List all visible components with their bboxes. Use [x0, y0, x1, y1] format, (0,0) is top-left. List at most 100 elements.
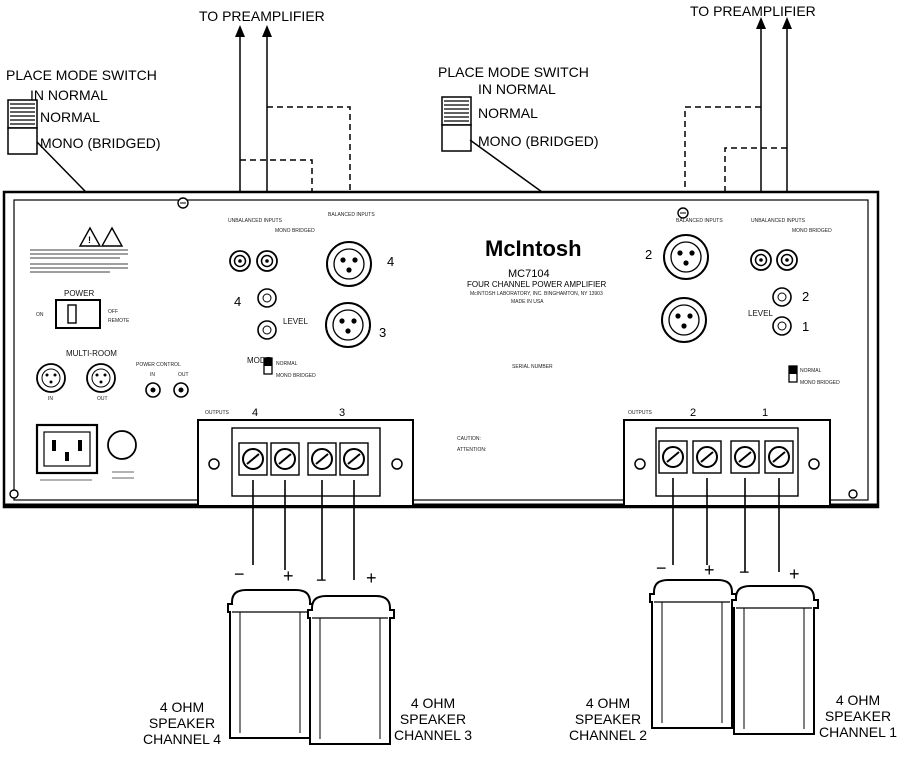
unbalanced-inputs-label-right: UNBALANCED INPUTS — [751, 218, 806, 224]
speaker-3-plus: + — [366, 568, 377, 588]
multi-room-out-jack[interactable] — [86, 363, 116, 393]
speaker-2-plus: + — [704, 560, 715, 580]
speaker-channel-3: − + 4 OHM SPEAKER CHANNEL 3 — [307, 568, 472, 745]
maker-label: McINTOSH LABORATORY, INC. BINGHAMTON, NY… — [470, 291, 603, 297]
speaker-channel-1: − + 4 OHM SPEAKER CHANNEL 1 — [731, 562, 897, 740]
output-terminal-3-pos[interactable] — [339, 442, 369, 476]
outputs-label-left: OUTPUTS — [205, 410, 230, 416]
mode-switch-callout-left: PLACE MODE SWITCH IN NORMAL NORMAL MONO … — [6, 67, 267, 373]
unbalanced-input-2-jack[interactable] — [750, 249, 772, 271]
multi-room-in-label: IN — [48, 396, 53, 402]
level-label-left: LEVEL — [283, 317, 308, 326]
panel-subtitle: FOUR CHANNEL POWER AMPLIFIER — [467, 280, 607, 289]
balanced-input-1-xlr[interactable] — [661, 297, 707, 343]
callout-right-mono: MONO (BRIDGED) — [478, 133, 599, 149]
output-terminal-4-pos[interactable] — [270, 442, 300, 476]
inlet-fine-print — [40, 471, 134, 481]
callout-left-normal: NORMAL — [40, 109, 100, 125]
output-channel-2-label: 2 — [690, 407, 696, 419]
balanced-input-4-xlr[interactable] — [326, 241, 372, 287]
output-terminal-1-pos[interactable] — [764, 440, 794, 474]
callout-left-mono: MONO (BRIDGED) — [40, 135, 161, 151]
ac-power-inlet[interactable] — [35, 423, 99, 475]
svg-text:!: ! — [88, 235, 91, 245]
output-terminal-3-neg[interactable] — [307, 442, 337, 476]
multi-room-out-label: OUT — [97, 396, 108, 402]
power-control-out-jack[interactable] — [173, 382, 189, 398]
balanced-inputs-label-left: BALANCED INPUTS — [328, 212, 375, 218]
ground-screw-icon — [677, 207, 689, 219]
brand-logo: McIntosh — [485, 236, 582, 261]
level-label-right: LEVEL — [748, 309, 773, 318]
power-control-out-label: OUT — [178, 372, 189, 378]
outputs-label-right: OUTPUTS — [628, 410, 653, 416]
unbalanced-inputs-label-left: UNBALANCED INPUTS — [228, 218, 283, 224]
power-control-in-label: IN — [150, 372, 155, 378]
power-off-label: OFF — [108, 309, 118, 315]
level-knob-channel-4[interactable] — [257, 288, 277, 308]
speaker-1-minus: − — [739, 562, 750, 582]
speaker-3-label: SPEAKER — [400, 711, 466, 727]
level-knob-channel-2[interactable] — [772, 287, 792, 307]
speaker-wires — [252, 478, 780, 580]
speaker-3-minus: − — [316, 570, 327, 590]
mode-mono-label-left: MONO BRIDGED — [276, 373, 316, 379]
mode-switch-left[interactable] — [263, 357, 273, 375]
power-remote-label: REMOTE — [108, 318, 130, 324]
model-number: MC7104 — [508, 268, 550, 280]
mode-normal-label-right: NORMAL — [800, 368, 822, 374]
power-label: POWER — [64, 289, 94, 298]
balanced-channel-4-label: 4 — [387, 254, 394, 269]
callout-left-line1: PLACE MODE SWITCH — [6, 67, 157, 83]
mono-bridged-label-right: MONO BRIDGED — [792, 228, 832, 234]
to-preamplifier-label-right: TO PREAMPLIFIER — [690, 3, 816, 19]
balanced-inputs-label-right: BALANCED INPUTS — [676, 218, 723, 224]
multi-room-in-jack[interactable] — [36, 363, 66, 393]
output-block-left — [197, 419, 414, 507]
callout-right-line2: IN NORMAL — [478, 81, 556, 97]
unbalanced-input-1-jack[interactable] — [776, 249, 798, 271]
output-terminal-4-neg[interactable] — [238, 442, 268, 476]
speaker-2-impedance: 4 OHM — [586, 695, 630, 711]
level-channel-2-label: 2 — [802, 289, 809, 304]
output-channel-3-label: 3 — [339, 407, 345, 419]
callout-right-line1: PLACE MODE SWITCH — [438, 64, 589, 80]
level-channel-1-label: 1 — [802, 319, 809, 334]
speaker-4-impedance: 4 OHM — [160, 699, 204, 715]
output-channel-1-label: 1 — [762, 407, 768, 419]
rear-panel: ! POWER ON OFF REMOTE MULTI-ROOM IN OU — [2, 190, 880, 509]
mode-switch-right[interactable] — [788, 365, 798, 383]
power-on-label: ON — [36, 312, 44, 318]
warning-fine-print — [30, 249, 128, 273]
speaker-2-minus: − — [656, 558, 667, 578]
unbalanced-input-4-jack[interactable] — [229, 250, 251, 272]
level-knob-channel-3[interactable] — [257, 320, 277, 340]
speaker-1-label: SPEAKER — [825, 708, 891, 724]
speaker-1-impedance: 4 OHM — [836, 692, 880, 708]
level-knob-channel-1[interactable] — [772, 316, 792, 336]
callout-left-line2: IN NORMAL — [30, 87, 108, 103]
ground-screw-icon — [177, 197, 189, 209]
balanced-input-3-xlr[interactable] — [325, 302, 371, 348]
unbalanced-input-3-jack[interactable] — [256, 250, 278, 272]
output-terminal-1-neg[interactable] — [730, 440, 760, 474]
speaker-channel-4: − + 4 OHM SPEAKER CHANNEL 4 — [143, 564, 315, 747]
mode-normal-label-left: NORMAL — [276, 361, 298, 367]
power-switch[interactable] — [55, 299, 101, 329]
output-terminal-2-neg[interactable] — [658, 440, 688, 474]
speaker-4-channel: CHANNEL 4 — [143, 731, 221, 747]
balanced-input-2-xlr[interactable] — [663, 234, 709, 280]
fuse-holder[interactable] — [107, 430, 137, 460]
balanced-channel-3-label: 3 — [379, 325, 386, 340]
speaker-channel-2: − + 4 OHM SPEAKER CHANNEL 2 — [569, 558, 737, 743]
speaker-4-plus: + — [283, 566, 294, 586]
output-terminal-2-pos[interactable] — [692, 440, 722, 474]
speaker-3-channel: CHANNEL 3 — [394, 727, 472, 743]
output-channel-4-label: 4 — [252, 407, 258, 419]
mode-mono-label-right: MONO BRIDGED — [800, 380, 840, 386]
power-control-label: POWER CONTROL — [136, 362, 181, 368]
power-control-in-jack[interactable] — [145, 382, 161, 398]
balanced-channel-2-label: 2 — [645, 247, 652, 262]
